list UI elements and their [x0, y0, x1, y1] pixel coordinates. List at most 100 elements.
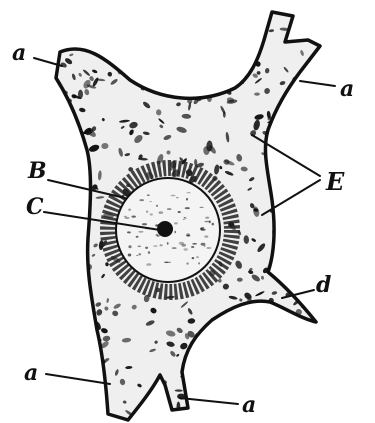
- chromatin-speck: [128, 209, 131, 211]
- granule: [321, 156, 328, 165]
- granule: [185, 361, 195, 366]
- chromatin-speck: [200, 229, 205, 231]
- granule: [204, 80, 212, 90]
- granule: [227, 51, 233, 57]
- granule: [215, 383, 227, 393]
- granule: [175, 31, 184, 37]
- granule: [58, 270, 63, 274]
- granule: [74, 190, 77, 196]
- chromatin-speck: [149, 201, 152, 202]
- granule: [286, 375, 294, 383]
- granule: [210, 21, 218, 28]
- granule: [62, 369, 71, 376]
- granule: [53, 347, 60, 354]
- granule: [92, 17, 103, 28]
- granule: [93, 26, 105, 36]
- granule: [155, 392, 160, 397]
- chromatin-speck: [156, 234, 159, 237]
- granule: [140, 19, 146, 23]
- granule: [69, 298, 77, 307]
- chromatin-speck: [146, 263, 151, 266]
- label-d: d: [316, 272, 331, 298]
- granule: [120, 29, 127, 39]
- granule: [213, 363, 224, 370]
- granule: [194, 416, 201, 423]
- chromatin-speck: [186, 233, 190, 236]
- granule: [304, 7, 307, 15]
- chromatin-speck: [153, 245, 157, 246]
- granule: [256, 308, 262, 314]
- granule: [71, 149, 77, 155]
- granule: [306, 27, 314, 35]
- chromatin-speck: [191, 246, 194, 248]
- granule: [288, 404, 295, 411]
- granule: [49, 185, 57, 193]
- granule: [57, 385, 64, 395]
- granule: [52, 185, 58, 191]
- chromatin-speck: [187, 192, 191, 193]
- chromatin-speck: [186, 262, 188, 264]
- granule: [307, 101, 313, 106]
- granule: [192, 35, 198, 46]
- granule: [59, 227, 61, 235]
- granule: [55, 257, 60, 262]
- granule: [326, 97, 333, 103]
- granule: [72, 400, 83, 410]
- granule: [84, 328, 89, 331]
- chromatin-speck: [176, 197, 179, 198]
- chromatin-speck: [196, 256, 199, 258]
- chromatin-speck: [186, 198, 188, 201]
- granule: [290, 368, 297, 378]
- chromatin-speck: [181, 244, 186, 247]
- granule: [56, 22, 68, 33]
- granule: [245, 343, 250, 352]
- granule: [65, 30, 72, 37]
- granule: [273, 335, 280, 343]
- chromatin-speck: [160, 244, 163, 246]
- granule: [324, 329, 330, 336]
- granule: [81, 381, 90, 390]
- granule: [89, 22, 96, 26]
- granule: [47, 359, 57, 368]
- granule: [65, 153, 71, 159]
- granule: [59, 176, 68, 182]
- granule: [55, 398, 65, 407]
- granule: [48, 236, 56, 244]
- granule: [246, 366, 254, 371]
- chromatin-speck: [184, 248, 188, 250]
- granule: [53, 205, 63, 210]
- chromatin-speck: [184, 217, 187, 219]
- granule: [277, 321, 282, 328]
- granule: [323, 18, 333, 26]
- granule: [169, 35, 178, 47]
- granule: [86, 315, 91, 321]
- granule: [223, 68, 230, 73]
- chromatin-speck: [174, 231, 176, 234]
- granule: [212, 47, 216, 51]
- granule: [80, 333, 90, 337]
- granule: [71, 132, 78, 138]
- granule: [182, 11, 189, 17]
- granule: [301, 249, 307, 255]
- chromatin-speck: [212, 223, 215, 226]
- granule: [217, 35, 227, 46]
- label-a-upper-right: a: [340, 76, 354, 102]
- granule: [49, 316, 57, 324]
- granule: [72, 325, 83, 334]
- granule: [54, 192, 61, 199]
- granule: [56, 288, 67, 293]
- granule: [302, 394, 309, 401]
- granule: [228, 404, 234, 411]
- granule: [233, 71, 239, 81]
- granule: [227, 392, 233, 398]
- granule: [51, 313, 57, 320]
- granule: [215, 25, 222, 32]
- granule: [277, 175, 286, 183]
- granule: [61, 326, 72, 331]
- chromatin-speck: [128, 254, 132, 257]
- granule: [326, 298, 333, 304]
- granule: [94, 6, 99, 14]
- chromatin-speck: [174, 222, 178, 224]
- granule: [306, 273, 313, 282]
- granule: [228, 19, 233, 23]
